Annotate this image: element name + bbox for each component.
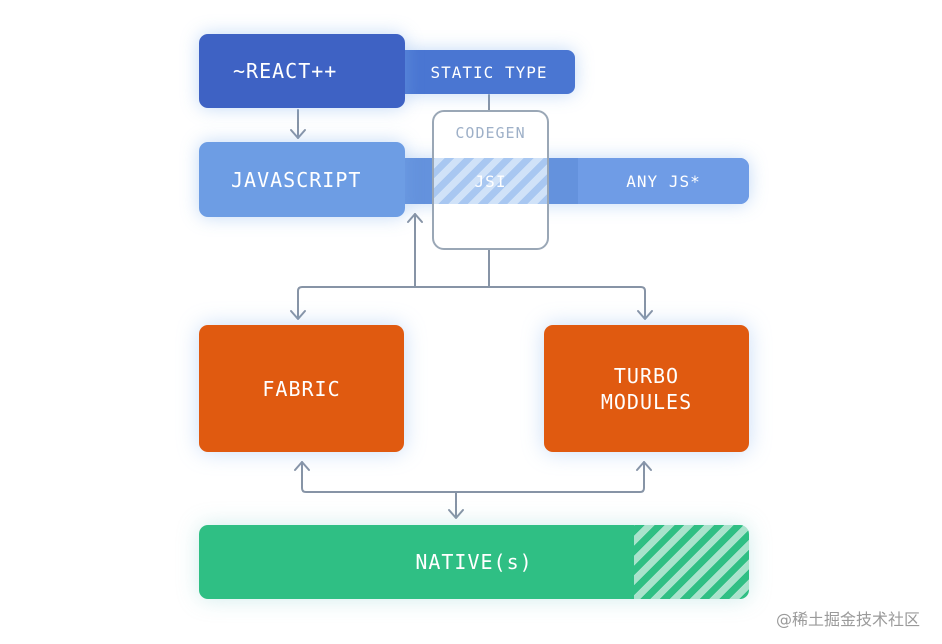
native-label: NATIVE(s): [415, 550, 533, 574]
native-box: NATIVE(s): [199, 525, 749, 599]
arrow-to-native-head: [448, 509, 464, 519]
jsi-label: JSI: [474, 171, 507, 191]
javascript-label: JAVASCRIPT: [231, 167, 362, 192]
static-type-box: STATIC TYPE: [403, 50, 575, 94]
arrow-up-head: [407, 213, 423, 223]
turbo-modules-box: TURBO MODULES: [544, 325, 749, 452]
line-split-left: [297, 286, 490, 319]
line-fabric-native: [301, 461, 645, 493]
turbo-label-line1: TURBO: [613, 363, 680, 388]
arrow-to-turbo-head: [637, 310, 653, 320]
react-label: ~REACT++: [233, 59, 338, 83]
static-type-label: STATIC TYPE: [430, 62, 548, 82]
codegen-label: CODEGEN: [455, 124, 526, 142]
fabric-box: FABRIC: [199, 325, 404, 452]
arrow-react-to-javascript-head: [290, 129, 306, 139]
native-hatched-fill: [634, 525, 749, 599]
turbo-label-line2: MODULES: [600, 389, 693, 414]
arrow-turbo-up-head: [636, 461, 652, 471]
javascript-box: JAVASCRIPT: [199, 142, 405, 217]
arrow-to-fabric-head: [290, 310, 306, 320]
watermark: @稀土掘金技术社区: [775, 610, 920, 629]
any-js-label: ANY JS*: [626, 171, 701, 191]
arrow-fabric-up-head: [294, 461, 310, 471]
react-box: ~REACT++: [199, 34, 405, 108]
line-split-right: [488, 286, 646, 319]
any-js-box: ANY JS*: [578, 158, 749, 204]
fabric-label: FABRIC: [262, 376, 341, 401]
jsi-hatched-fill: [434, 158, 547, 204]
